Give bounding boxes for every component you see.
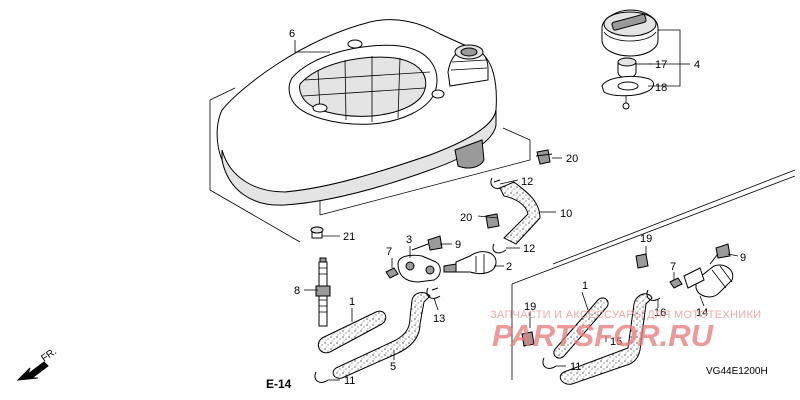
- fuel-cock-3: [397, 254, 441, 283]
- callout-8: 8: [294, 285, 300, 297]
- fuel-tube-5: [332, 292, 431, 379]
- bolt-9-right: [709, 243, 731, 265]
- fuel-tube-1-right: [553, 297, 609, 359]
- callout-14: 14: [696, 307, 708, 319]
- stud-bolt-8: [315, 257, 331, 327]
- cushion-21: [310, 226, 324, 239]
- watermark-logo: PARTSFOR.RU: [492, 318, 715, 353]
- clip-20-upper: [535, 149, 553, 165]
- callout-19-upper: 19: [640, 233, 652, 245]
- front-direction-arrow: FR.: [16, 346, 59, 381]
- callout-15: 15: [610, 336, 622, 348]
- callout-1-right: 1: [582, 280, 588, 292]
- leader-lines: [294, 29, 739, 381]
- fuel-tube-10: [499, 181, 541, 245]
- callout-6: 6: [289, 28, 295, 40]
- clamp-13: [426, 287, 441, 299]
- callout-4: 4: [694, 59, 700, 71]
- clamp-16: [646, 289, 661, 301]
- clip-19-upper: [635, 253, 649, 269]
- callout-16: 16: [654, 307, 666, 319]
- callout-11-right: 11: [570, 361, 581, 373]
- callout-7-right: 7: [670, 261, 676, 273]
- callout-1-left: 1: [349, 296, 355, 308]
- fuel-cap-assembly: [601, 9, 659, 110]
- callout-5: 5: [390, 361, 396, 373]
- callout-10: 10: [560, 208, 572, 220]
- callout-13: 13: [433, 313, 445, 325]
- drawing-code: VG44E1200H: [706, 366, 768, 377]
- nut-7-left: [385, 267, 399, 279]
- callout-17: 17: [655, 59, 667, 71]
- callout-numbers: 6 17 4 18 20 12 10 20 12 21 3 9 7 2 8 1 …: [289, 28, 746, 387]
- fuel-joint-2: [443, 251, 497, 275]
- clamp-11-left: [314, 371, 329, 383]
- tank-group-frame: [209, 87, 531, 243]
- clip-19-lower: [521, 331, 535, 347]
- callout-19-lower: 19: [524, 301, 536, 313]
- callout-3: 3: [406, 234, 412, 246]
- callout-20-upper: 20: [566, 153, 578, 165]
- fuel-tube-1-left: [317, 310, 387, 354]
- callout-9-right: 9: [740, 252, 746, 264]
- callout-12-upper: 12: [521, 176, 533, 188]
- section-reference: E-14: [266, 377, 292, 391]
- callout-2: 2: [506, 261, 512, 273]
- fuel-filter-14: [683, 264, 734, 298]
- clamp-12-lower: [492, 243, 507, 254]
- callout-20-lower: 20: [460, 212, 472, 224]
- callout-11-left: 11: [344, 375, 355, 387]
- clamp-11-right: [542, 357, 557, 369]
- watermark-text: ЗАПЧАСТИ И АКСЕССУАРЫ ДЛЯ МОТОТЕХНИКИ: [490, 309, 761, 321]
- clip-20-lower: [485, 213, 500, 229]
- callout-18: 18: [655, 82, 667, 94]
- fuel-tube-15: [559, 293, 653, 385]
- bolt-9-left: [411, 235, 443, 251]
- right-group-frame: [511, 169, 796, 380]
- fuel-tank: [216, 19, 497, 206]
- callout-12-lower: 12: [523, 243, 535, 255]
- callout-9-left: 9: [455, 239, 461, 251]
- front-direction-label: FR.: [39, 346, 59, 364]
- nut-7-right: [669, 277, 683, 289]
- callout-7-left: 7: [386, 246, 392, 258]
- watermark: ЗАПЧАСТИ И АКСЕССУАРЫ ДЛЯ МОТОТЕХНИКИ PA…: [490, 309, 761, 353]
- callout-21: 21: [343, 231, 355, 243]
